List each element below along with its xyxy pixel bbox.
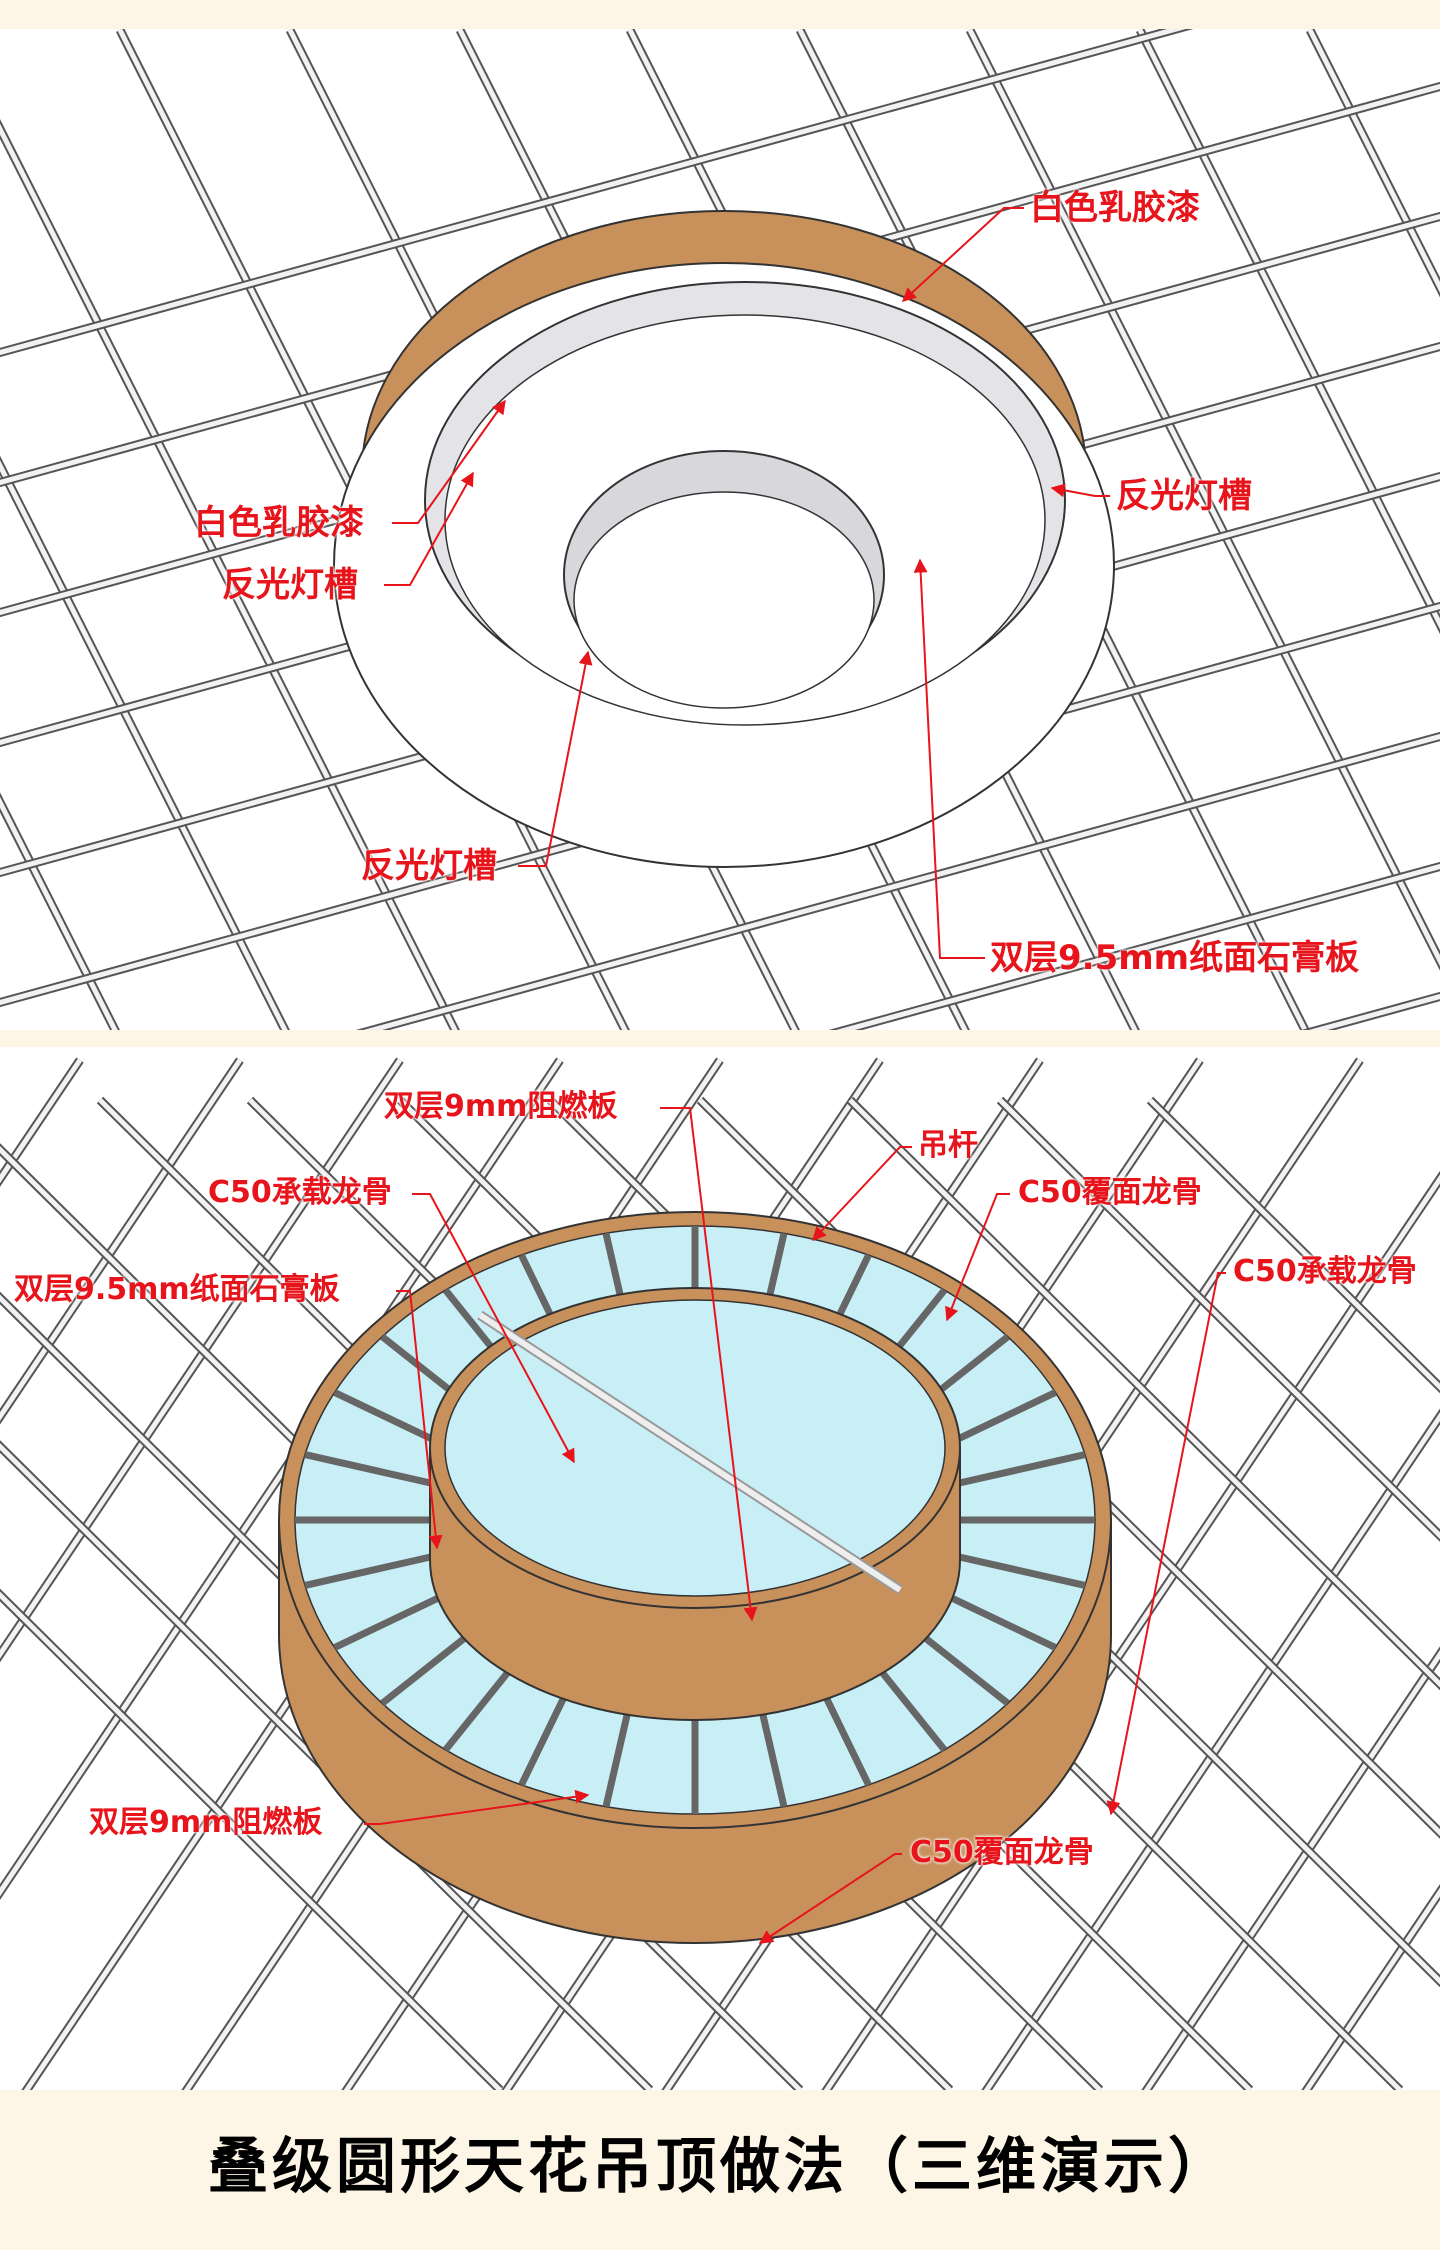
label-light-trough-right: 反光灯槽 bbox=[1116, 476, 1252, 516]
leader-lines bbox=[364, 207, 1226, 1944]
label-white-latex-paint-left: 白色乳胶漆 bbox=[194, 503, 364, 543]
radial-keel bbox=[333, 1586, 458, 1651]
keel-bar bbox=[0, 796, 118, 1030]
label-fire-board-top: 双层9mm阻燃板 bbox=[384, 1089, 618, 1124]
label-main-keel-right: C50承载龙骨 bbox=[1233, 1254, 1417, 1289]
label-light-trough-bottom: 反光灯槽 bbox=[361, 846, 497, 886]
keel-bar bbox=[0, 123, 458, 1030]
keel-bar bbox=[0, 1058, 563, 1897]
keel-bar bbox=[1143, 1649, 1440, 2090]
label-white-latex-paint-top: 白色乳胶漆 bbox=[1030, 188, 1200, 228]
radial-keel bbox=[304, 1552, 438, 1589]
keel-bar bbox=[0, 29, 1186, 356]
radial-keel bbox=[952, 1552, 1086, 1589]
keel-bar bbox=[0, 1058, 243, 1422]
label-cover-keel-bottom: C50覆面龙骨 bbox=[910, 1835, 1094, 1870]
radial-keel bbox=[952, 1451, 1086, 1488]
keel-bar bbox=[1303, 1887, 1440, 2090]
keel-bar bbox=[848, 1098, 1440, 1688]
keel-bar bbox=[0, 1058, 403, 1659]
keel-bar bbox=[1307, 29, 1440, 293]
keel-bar bbox=[0, 1591, 502, 2090]
label-gypsum-board-top-panel: 双层9.5mm纸面石膏板 bbox=[990, 938, 1360, 978]
label-cover-keel-top: C50覆面龙骨 bbox=[1018, 1175, 1202, 1210]
keel-bar bbox=[363, 733, 1440, 1030]
keel-bar bbox=[998, 1098, 1440, 1540]
radial-keel bbox=[304, 1451, 438, 1488]
top-ceiling-rings bbox=[333, 210, 1115, 868]
page-title: 叠级圆形天花吊顶做法（三维演示） bbox=[208, 2132, 1232, 2202]
keel-bar bbox=[836, 863, 1440, 1030]
label-hanger-rod: 吊杆 bbox=[918, 1128, 978, 1163]
keel-bar bbox=[0, 460, 288, 1030]
bottom-ceiling-frame bbox=[278, 1211, 1112, 1944]
keel-bar bbox=[1148, 1098, 1440, 1391]
label-gypsum-board-bottom-panel: 双层9.5mm纸面石膏板 bbox=[14, 1272, 340, 1307]
label-main-keel-left: C50承载龙骨 bbox=[208, 1175, 392, 1210]
keel-bar bbox=[1137, 29, 1440, 630]
label-light-trough-left: 反光灯槽 bbox=[222, 565, 358, 605]
keel-bar bbox=[0, 1442, 652, 2090]
radial-keel bbox=[932, 1586, 1057, 1651]
label-fire-board-bottom: 双层9mm阻燃板 bbox=[89, 1805, 323, 1840]
